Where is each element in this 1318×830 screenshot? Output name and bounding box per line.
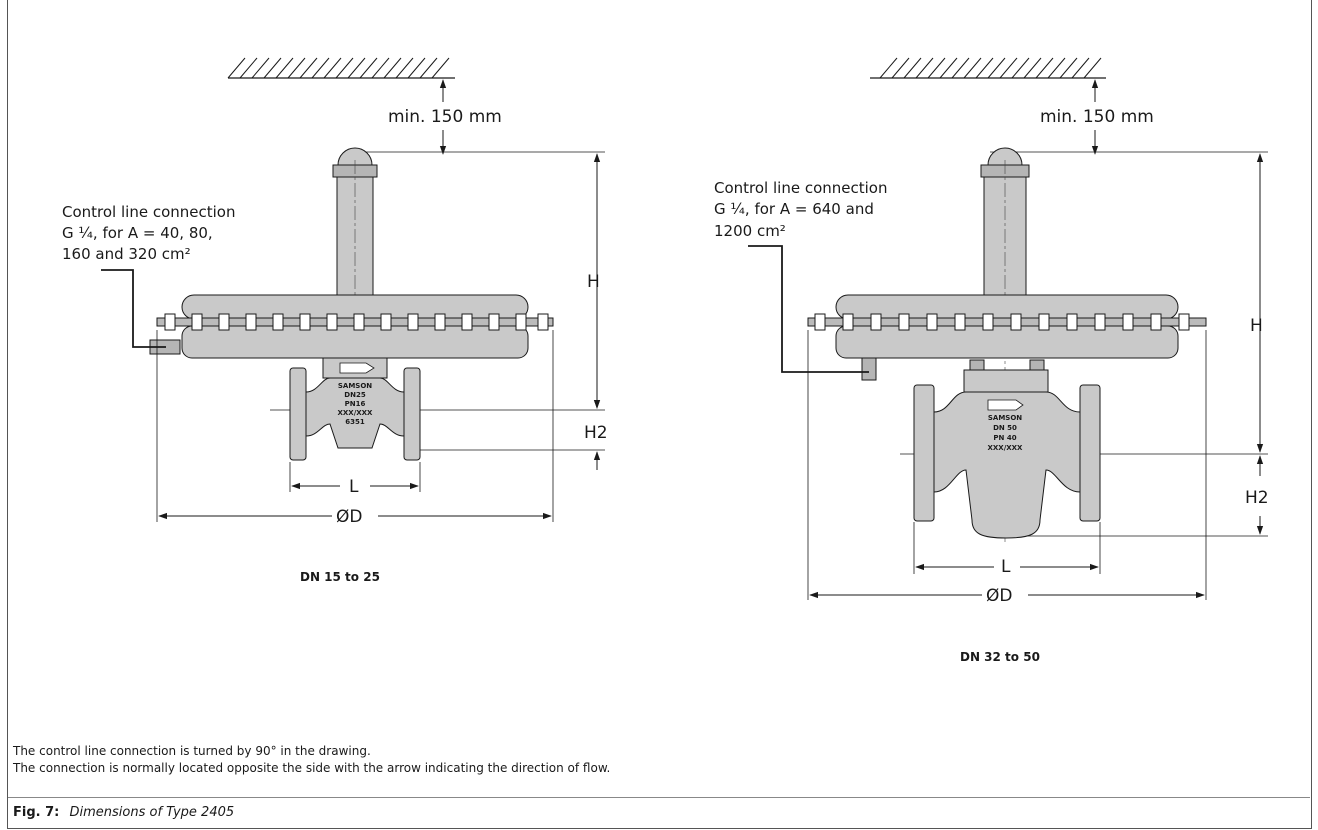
right-H-label: H bbox=[1250, 316, 1263, 336]
left-connection-leader bbox=[101, 269, 166, 348]
svg-text:SAMSON: SAMSON bbox=[338, 382, 372, 390]
right-view: min. 150 mm H H2 bbox=[714, 57, 1269, 664]
svg-text:PN16: PN16 bbox=[345, 400, 366, 408]
svg-text:XXX/XXX: XXX/XXX bbox=[338, 409, 374, 417]
left-L-label: L bbox=[349, 477, 359, 497]
right-flange-right bbox=[1079, 384, 1101, 522]
left-H-label: H bbox=[587, 272, 600, 292]
svg-text:G ¼, for A = 40, 80,: G ¼, for A = 40, 80, bbox=[62, 224, 213, 242]
left-H2-label: H2 bbox=[584, 423, 608, 443]
svg-text:PN 40: PN 40 bbox=[993, 434, 1016, 442]
right-valve-neck bbox=[963, 369, 1049, 393]
left-flow-arrow bbox=[339, 362, 375, 374]
svg-text:Control line connection: Control line connection bbox=[714, 179, 887, 197]
right-clearance-label: min. 150 mm bbox=[1040, 107, 1154, 127]
note-line-1: The control line connection is turned by… bbox=[13, 744, 371, 758]
right-connection-leader bbox=[748, 245, 869, 373]
left-top-cap bbox=[337, 147, 373, 166]
svg-text:Control line connection: Control line connection bbox=[62, 203, 235, 221]
svg-text:1200 cm²: 1200 cm² bbox=[714, 222, 786, 240]
right-flange-ring bbox=[807, 317, 1207, 327]
note-line-2: The connection is normally located oppos… bbox=[13, 761, 611, 775]
right-flow-arrow bbox=[987, 399, 1024, 411]
right-top-cap bbox=[987, 147, 1023, 166]
svg-text:DN25: DN25 bbox=[344, 391, 366, 399]
svg-text:G ¼, for A = 640 and: G ¼, for A = 640 and bbox=[714, 200, 874, 218]
svg-text:XXX/XXX: XXX/XXX bbox=[988, 444, 1024, 452]
figure-number: Fig. 7: bbox=[13, 805, 60, 820]
right-flange-left bbox=[913, 384, 935, 522]
left-view-caption: DN 15 to 25 bbox=[300, 570, 380, 584]
drawing-notes: The control line connection is turned by… bbox=[13, 743, 610, 777]
right-H2-label: H2 bbox=[1245, 488, 1269, 508]
right-valve-body bbox=[933, 391, 1081, 539]
left-connection-label: Control line connection G ¼, for A = 40,… bbox=[62, 203, 235, 263]
right-nameplate: SAMSON DN 50 PN 40 XXX/XXX bbox=[988, 414, 1024, 452]
left-nameplate: SAMSON DN25 PN16 XXX/XXX 6351 bbox=[338, 382, 374, 426]
figure-title: Dimensions of Type 2405 bbox=[69, 805, 235, 820]
svg-text:DN 50: DN 50 bbox=[993, 424, 1017, 432]
left-view: min. 150 mm H H2 bbox=[62, 57, 608, 584]
svg-text:SAMSON: SAMSON bbox=[988, 414, 1022, 422]
right-L-label: L bbox=[1001, 557, 1011, 577]
svg-text:160 and 320 cm²: 160 and 320 cm² bbox=[62, 245, 191, 263]
left-valve-body bbox=[305, 377, 405, 449]
dimension-drawing: min. 150 mm H H2 bbox=[62, 57, 1269, 664]
left-flange-left bbox=[289, 367, 307, 461]
left-flange-right bbox=[403, 367, 421, 461]
right-ceiling-hatch bbox=[879, 57, 1102, 79]
left-clearance-label: min. 150 mm bbox=[388, 107, 502, 127]
left-ceiling-hatch bbox=[227, 57, 450, 79]
left-lower-diaphragm bbox=[181, 325, 529, 359]
right-D-label: ØD bbox=[986, 586, 1012, 606]
right-control-line-port bbox=[861, 357, 877, 381]
figure-caption: Fig. 7: Dimensions of Type 2405 bbox=[13, 805, 234, 820]
caption-separator bbox=[8, 797, 1310, 798]
left-D-label: ØD bbox=[336, 507, 362, 527]
svg-text:6351: 6351 bbox=[345, 418, 365, 426]
right-view-caption: DN 32 to 50 bbox=[960, 650, 1040, 664]
figure-frame bbox=[7, 0, 1312, 829]
right-connection-label: Control line connection G ¼, for A = 640… bbox=[714, 179, 887, 240]
left-bolts bbox=[164, 313, 549, 331]
right-bolts bbox=[814, 313, 1190, 331]
right-lower-diaphragm bbox=[835, 325, 1179, 359]
